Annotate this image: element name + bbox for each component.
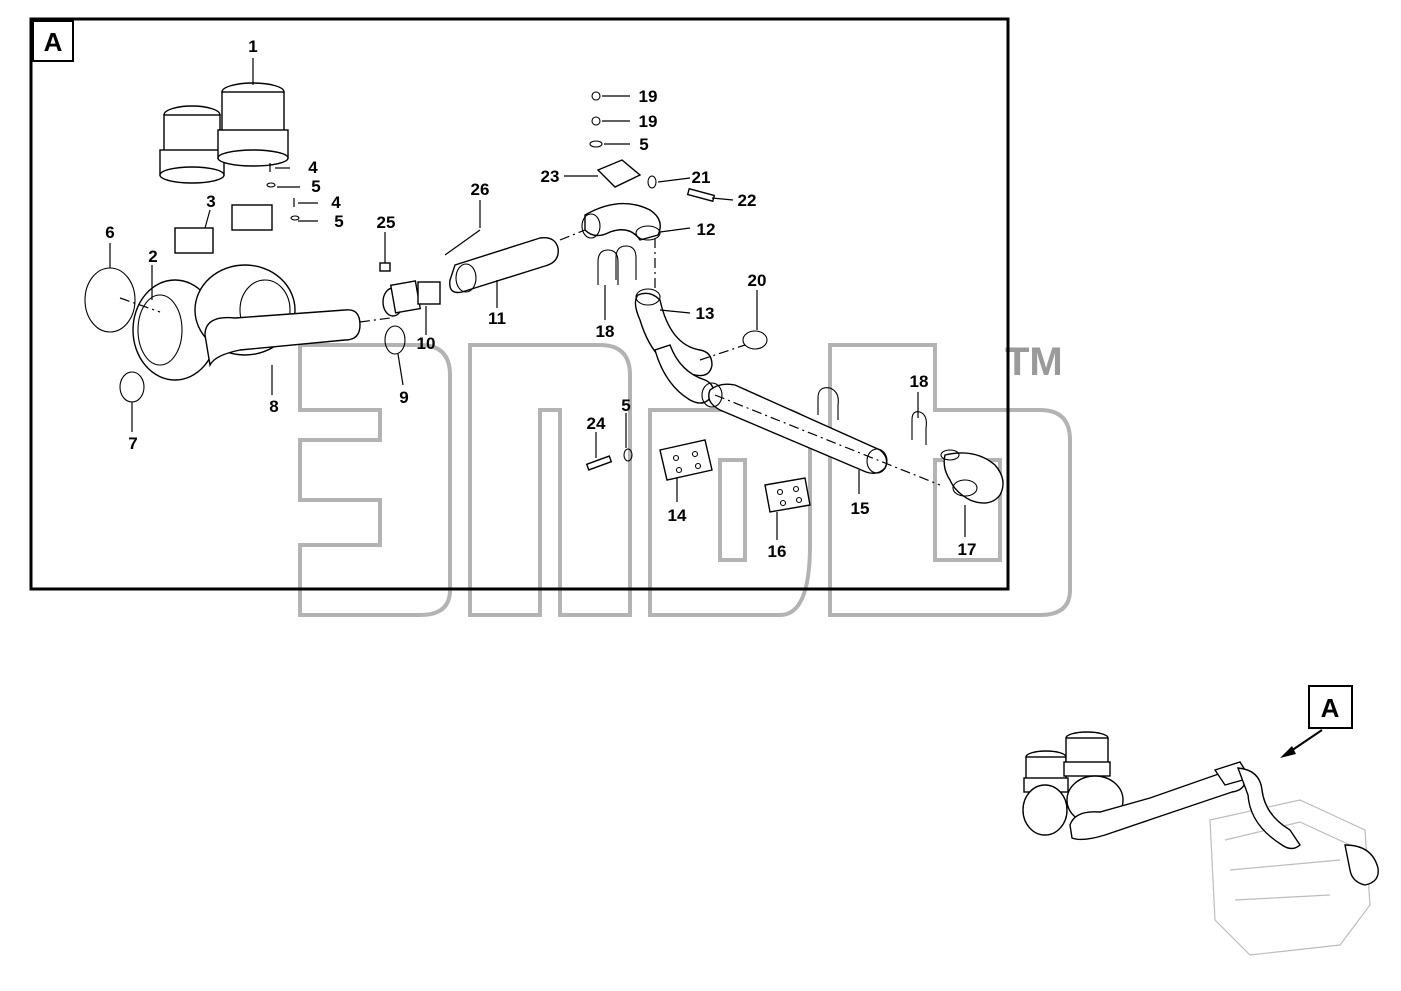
bolt-26 [444,229,481,256]
tube-11 [449,237,559,294]
flange-10 [389,280,422,314]
clamp-7 [119,371,145,403]
watermark-letter-2 [468,343,632,617]
callout-9: 9 [399,388,408,407]
callout-2: 2 [148,247,157,266]
callout-10: 10 [417,334,436,353]
callout-19-top: 19 [639,87,658,106]
callout-18-upper: 18 [596,322,615,341]
callouts: 1 2 3 4 5 4 5 6 7 8 9 10 11 12 13 14 15 … [105,37,976,561]
clamp-9 [384,325,406,355]
detail-tag: A [44,27,63,57]
callout-18-lower: 18 [910,372,929,391]
callout-12: 12 [697,220,716,239]
overview-pointer-head [1280,746,1296,758]
callout-19-mid: 19 [639,112,658,131]
adapter-right [231,204,273,231]
callout-25: 25 [377,213,396,232]
parts-drawing [84,82,1004,513]
callout-4-upper: 4 [308,158,318,177]
nut-19-mid [591,116,601,126]
bolt-24 [585,455,613,471]
overview-tag-box [1308,685,1353,729]
callout-5-bracket: 5 [639,135,648,154]
callout-5-lower: 5 [334,212,343,231]
nut-19-top [591,91,601,101]
callout-21: 21 [692,168,711,187]
callout-7: 7 [128,434,137,453]
callout-14: 14 [668,506,687,525]
callout-5-upper: 5 [311,177,320,196]
callout-13: 13 [696,304,715,323]
screw-25 [379,262,391,272]
washer-5-top [589,140,603,148]
callout-17: 17 [958,540,977,559]
callout-1: 1 [248,37,257,56]
elbow-17 [943,452,1004,504]
washer-21 [647,175,657,189]
intake-pipe-8 [204,309,361,368]
callout-8: 8 [269,397,278,416]
callout-6: 6 [105,223,114,242]
overview-inset: A [1022,685,1379,956]
bracket-23 [596,159,642,188]
callout-24: 24 [587,414,606,433]
callout-16: 16 [768,542,787,561]
callout-23: 23 [541,167,560,186]
washer-5-low [623,448,633,462]
callout-20: 20 [748,271,767,290]
callout-26: 26 [471,180,490,199]
overview-assembly [1022,731,1379,886]
callout-5-fastener: 5 [621,396,630,415]
air-filter-left [159,105,225,184]
bracket-16 [764,477,811,513]
adapter-left [174,227,214,254]
clamp-20 [742,330,768,350]
callout-15: 15 [851,499,870,518]
pipe-13 [634,292,713,377]
bolt-22 [686,187,716,203]
elbow-12 [584,202,661,241]
bracket-14 [659,439,713,481]
watermark-letter-1 [298,343,452,617]
u-bolt-18-lower [817,387,839,420]
overview-tag: A [1321,693,1340,723]
callout-4-lower: 4 [331,193,341,212]
fitting-10 [417,281,441,305]
callout-3: 3 [206,192,215,211]
leader-lines [109,58,966,540]
callout-22: 22 [738,191,757,210]
u-bolt-18-upper [597,249,619,285]
detail-frame [29,17,1010,591]
watermark-trademark: TM [1005,340,1063,384]
callout-11: 11 [488,309,506,328]
engine-block [1209,799,1371,956]
air-filter-right [217,82,289,167]
detail-tag-box [32,20,74,62]
